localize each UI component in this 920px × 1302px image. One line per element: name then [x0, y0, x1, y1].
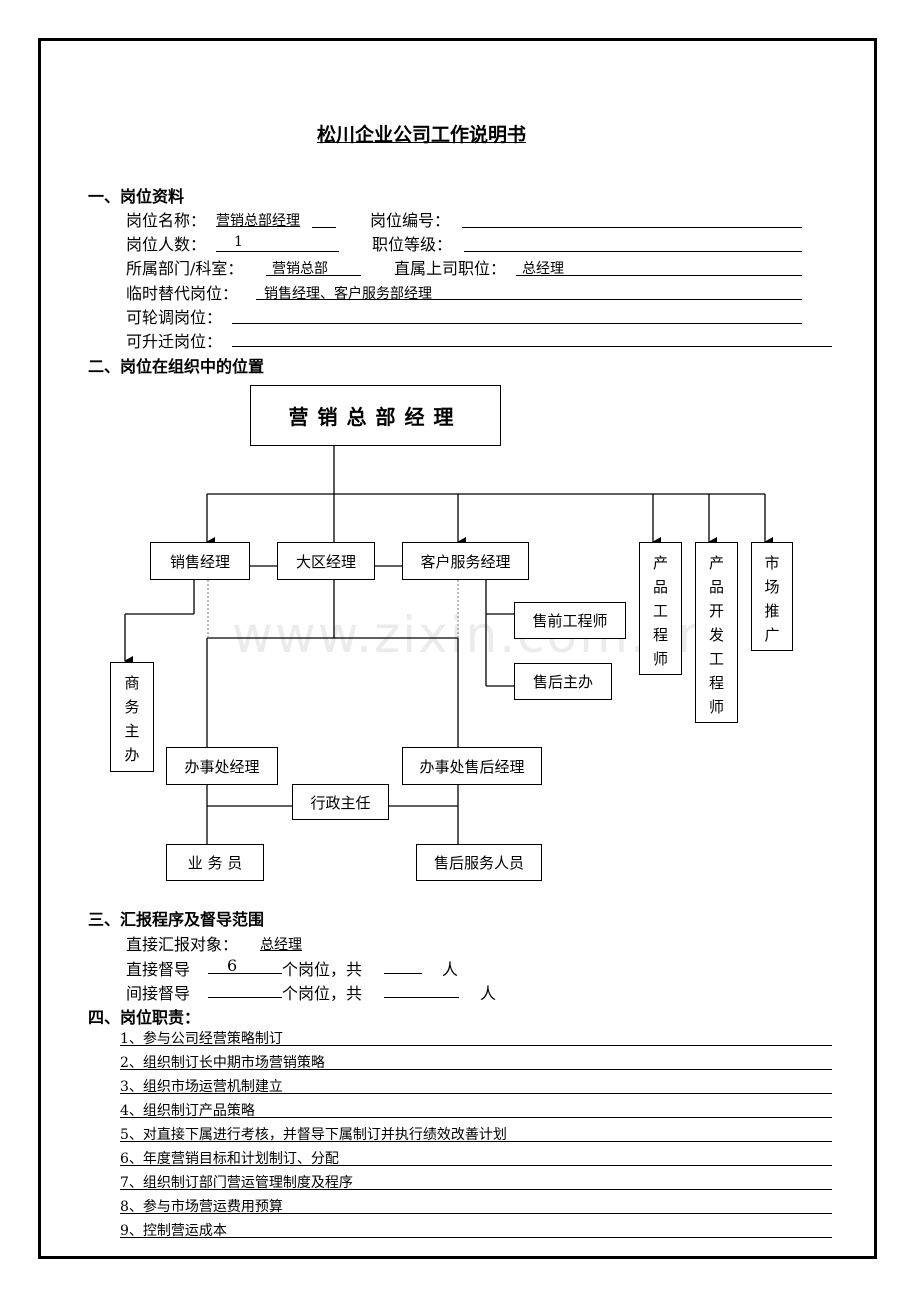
- section4-heading: 四、岗位职责：: [88, 1008, 201, 1027]
- responsibility-underline: [120, 1093, 832, 1094]
- position-code-label: 岗位编号：: [370, 211, 451, 230]
- direct-supervise-underline: [208, 973, 282, 974]
- org-node-admin-head: 行政主任: [292, 784, 389, 820]
- responsibility-underline: [120, 1189, 832, 1190]
- indirect-supervise-underline: [208, 997, 282, 998]
- responsibility-item: 4、组织制订产品策略: [120, 1103, 255, 1119]
- position-grade-label: 职位等级：: [372, 235, 453, 254]
- responsibility-item: 5、对直接下属进行考核，并督导下属制订并执行绩效改善计划: [120, 1127, 507, 1143]
- direct-supervise-label: 直接督导: [126, 960, 191, 979]
- responsibility-underline: [120, 1117, 832, 1118]
- indirect-supervise-end: 人: [480, 984, 497, 1003]
- org-node-marketing-director: 营销总部经理: [250, 385, 501, 446]
- substitute-underline: [256, 299, 802, 300]
- responsibility-underline: [120, 1237, 832, 1238]
- position-count-value: 1: [234, 234, 243, 250]
- org-node-product-engineer: 产 品 工 程 师: [639, 542, 682, 675]
- substitute-label: 临时替代岗位：: [126, 284, 239, 303]
- department-value: 营销总部: [272, 261, 328, 277]
- department-label: 所属部门/科室：: [126, 259, 244, 278]
- section2-heading: 二、岗位在组织中的位置: [88, 357, 265, 376]
- document-title: 松川企业公司工作说明书: [316, 124, 526, 146]
- org-node-cs-manager: 客户服务经理: [402, 542, 529, 580]
- direct-supervise-mid: 个岗位，共: [282, 960, 363, 979]
- org-node-aftersales-head: 售后主办: [514, 663, 612, 700]
- responsibility-underline: [120, 1213, 832, 1214]
- responsibility-item: 9、控制营运成本: [120, 1223, 227, 1239]
- promotion-underline: [232, 346, 832, 347]
- rotation-label: 可轮调岗位：: [126, 308, 223, 327]
- org-node-office-aftersales-manager: 办事处售后经理: [402, 747, 542, 785]
- direct-people-underline: [384, 973, 422, 974]
- report-to-value: 总经理: [260, 937, 302, 953]
- org-node-salesperson: 业 务 员: [166, 844, 264, 881]
- position-count-label: 岗位人数：: [126, 235, 207, 254]
- position-name-underline: [312, 227, 336, 228]
- org-node-product-dev-engineer: 产 品 开 发 工 程 师: [695, 542, 738, 723]
- indirect-supervise-mid: 个岗位，共: [282, 984, 363, 1003]
- substitute-value: 销售经理、客户服务部经理: [264, 286, 432, 302]
- page-frame: [38, 38, 877, 1259]
- responsibility-item: 7、组织制订部门营运管理制度及程序: [120, 1175, 353, 1191]
- responsibility-underline: [120, 1069, 832, 1070]
- position-name-label: 岗位名称：: [126, 211, 207, 230]
- department-underline: [266, 275, 361, 276]
- section1-heading: 一、岗位资料: [88, 187, 185, 206]
- responsibility-item: 3、组织市场运营机制建立: [120, 1079, 283, 1095]
- position-count-underline: [216, 251, 339, 252]
- org-node-sales-manager: 销售经理: [150, 542, 250, 580]
- responsibility-item: 1、参与公司经营策略制订: [120, 1031, 283, 1047]
- responsibility-underline: [120, 1165, 832, 1166]
- responsibility-item: 6、年度营销目标和计划制订、分配: [120, 1151, 339, 1167]
- superior-label: 直属上司职位：: [394, 259, 507, 278]
- org-node-business-admin: 商 务 主 办: [110, 662, 154, 772]
- superior-underline: [516, 275, 802, 276]
- direct-supervise-count: 6: [227, 956, 238, 975]
- org-node-presales-engineer: 售前工程师: [514, 602, 626, 639]
- superior-value: 总经理: [522, 261, 564, 277]
- indirect-supervise-label: 间接督导: [126, 984, 191, 1003]
- responsibility-underline: [120, 1045, 832, 1046]
- responsibility-underline: [120, 1141, 832, 1142]
- position-name-value: 营销总部经理: [216, 213, 300, 229]
- promotion-label: 可升迁岗位：: [126, 332, 223, 351]
- org-node-aftersales-staff: 售后服务人员: [416, 844, 542, 881]
- org-node-region-manager: 大区经理: [277, 542, 375, 580]
- rotation-underline: [232, 323, 802, 324]
- watermark: www.zixin.com.cn: [232, 606, 712, 664]
- indirect-people-underline: [384, 997, 459, 998]
- responsibility-item: 8、参与市场营运费用预算: [120, 1199, 283, 1215]
- responsibility-item: 2、组织制订长中期市场营销策略: [120, 1055, 325, 1071]
- direct-supervise-end: 人: [442, 960, 459, 979]
- position-code-underline: [462, 227, 802, 228]
- org-node-office-manager: 办事处经理: [166, 747, 278, 785]
- report-to-label: 直接汇报对象：: [126, 935, 239, 954]
- org-node-market-promotion: 市 场 推 广: [751, 542, 793, 651]
- section3-heading: 三、汇报程序及督导范围: [88, 910, 265, 929]
- position-grade-underline: [464, 251, 802, 252]
